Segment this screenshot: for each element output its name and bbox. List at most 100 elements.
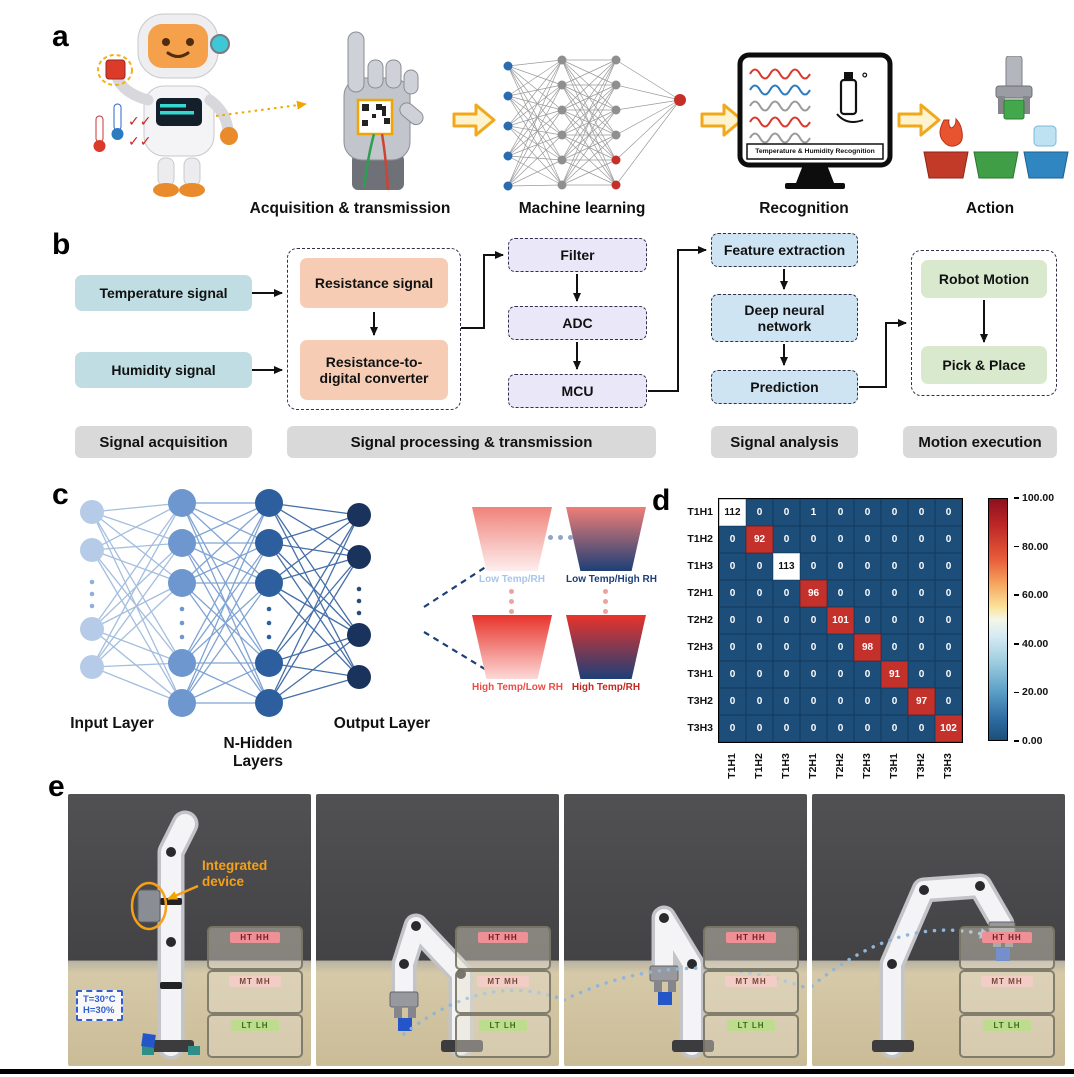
matrix-cell: 0	[881, 580, 908, 607]
bin-label-mt-mh: MT MH	[725, 976, 777, 987]
group-signal-acquisition	[287, 248, 461, 410]
matrix-cell: 0	[935, 634, 962, 661]
matrix-cell: 0	[746, 715, 773, 742]
green-cube-icon	[1003, 99, 1025, 120]
bin-label-lt-lh: LT LH	[727, 1020, 775, 1031]
matrix-cell: 0	[854, 526, 881, 553]
matrix-cell: 0	[773, 634, 800, 661]
page-bottom-rule	[0, 1069, 1074, 1074]
matrix-cell: 0	[854, 661, 881, 688]
block-arrow-icon	[452, 103, 496, 137]
dashed-arrows-icon	[423, 558, 499, 678]
matrix-cell: 0	[935, 688, 962, 715]
bin-label-ht-hh: HT HH	[726, 932, 776, 943]
matrix-cell: 101	[827, 607, 854, 634]
matrix-cell: 0	[746, 688, 773, 715]
box-robot-motion: Robot Motion	[921, 260, 1047, 298]
matrix-cell: 0	[908, 607, 935, 634]
block-arrow-icon	[897, 103, 941, 137]
matrix-cell: 1	[800, 499, 827, 526]
matrix-cell: 0	[773, 715, 800, 742]
photo-frame-4: HT HH MT MH LT LH	[812, 794, 1065, 1066]
matrix-cell: 0	[827, 661, 854, 688]
container-bin: MT MH	[207, 970, 303, 1014]
box-humidity-signal: Humidity signal	[75, 352, 252, 388]
matrix-cell: 0	[746, 607, 773, 634]
matrix-cell: 113	[773, 553, 800, 580]
blue-cube-icon	[398, 1018, 412, 1031]
bin-label-mt-mh: MT MH	[229, 976, 281, 987]
matrix-cell: 0	[908, 526, 935, 553]
matrix-cell: 102	[935, 715, 962, 742]
box-temperature-signal: Temperature signal	[75, 275, 252, 311]
matrix-cell: 0	[935, 526, 962, 553]
matrix-cell: 0	[908, 580, 935, 607]
matrix-cell: 0	[746, 553, 773, 580]
motion-path-dots	[564, 966, 807, 1002]
panel-e-label: e	[48, 770, 65, 803]
matrix-cell: 0	[719, 661, 746, 688]
matrix-cell: 0	[719, 634, 746, 661]
box-feature-extraction: Feature extraction	[711, 233, 858, 267]
container-bin: MT MH	[703, 970, 799, 1014]
panel-e: e HT HH MT MH LT LH Integrated device T=…	[0, 772, 1074, 1077]
bin-label-lt-lh: LT LH	[983, 1020, 1031, 1031]
matrix-cell: 0	[854, 499, 881, 526]
matrix-cell: 0	[773, 580, 800, 607]
caption-machine-learning: Machine learning	[518, 200, 646, 217]
class-label: Low Temp/High RH	[566, 574, 657, 585]
matrix-cell: 0	[827, 526, 854, 553]
matrix-cell: 0	[800, 634, 827, 661]
svg-text:°: °	[861, 70, 869, 88]
matrix-cell: 0	[881, 553, 908, 580]
matrix-cell: 91	[881, 661, 908, 688]
matrix-cell: 0	[773, 499, 800, 526]
matrix-cell: 0	[827, 580, 854, 607]
matrix-row-label: T3H3	[687, 721, 713, 734]
box-deep-neural-network: Deep neural network	[711, 294, 858, 342]
thermometer-icons: ✓✓ ✓✓	[93, 103, 151, 152]
matrix-row-label: T3H1	[687, 667, 713, 680]
matrix-row-label: T1H2	[687, 532, 713, 545]
caption-acquisition: Acquisition & transmission	[249, 200, 451, 217]
matrix-cell: 98	[854, 634, 881, 661]
panel-d-label: d	[652, 484, 671, 517]
ice-cube-icon	[1033, 125, 1057, 147]
matrix-cell: 0	[827, 688, 854, 715]
matrix-cell: 0	[935, 553, 962, 580]
matrix-cell: 112	[719, 499, 746, 526]
container-bin: MT MH	[959, 970, 1055, 1014]
device-pointer-arrow	[167, 884, 199, 901]
matrix-cell: 0	[908, 499, 935, 526]
monitor-frame-icon: °	[737, 52, 893, 189]
matrix-cell: 0	[908, 715, 935, 742]
output-layer-label: Output Layer	[333, 715, 431, 732]
bin-label-lt-lh: LT LH	[479, 1020, 527, 1031]
matrix-cell: 0	[935, 499, 962, 526]
container-bin: HT HH	[207, 926, 303, 970]
device-highlight-circle	[130, 881, 168, 931]
matrix-row-label: T1H1	[687, 505, 713, 518]
matrix-cell: 0	[881, 499, 908, 526]
matrix-cell: 0	[800, 607, 827, 634]
photo-frame-1: HT HH MT MH LT LH Integrated device T=30…	[68, 794, 311, 1066]
container-bin: LT LH	[703, 1014, 799, 1058]
box-mcu: MCU	[508, 374, 647, 408]
matrix-cell: 0	[881, 634, 908, 661]
input-layer-label: Input Layer	[70, 715, 154, 732]
matrix-cell: 0	[908, 634, 935, 661]
container-bin: MT MH	[455, 970, 551, 1014]
matrix-cell: 0	[827, 634, 854, 661]
matrix-cell: 0	[800, 661, 827, 688]
caption-recognition: Recognition	[759, 200, 849, 217]
class-trapezoid-low-high	[566, 507, 646, 571]
matrix-cell: 0	[746, 661, 773, 688]
matrix-cell: 0	[746, 634, 773, 661]
matrix-row-label: T2H1	[687, 586, 713, 599]
bin-label-lt-lh: LT LH	[231, 1020, 279, 1031]
matrix-cell: 0	[719, 688, 746, 715]
neural-network-diagram	[80, 489, 371, 717]
stage-signal-processing: Signal processing & transmission	[287, 426, 656, 458]
box-prediction: Prediction	[711, 370, 858, 404]
